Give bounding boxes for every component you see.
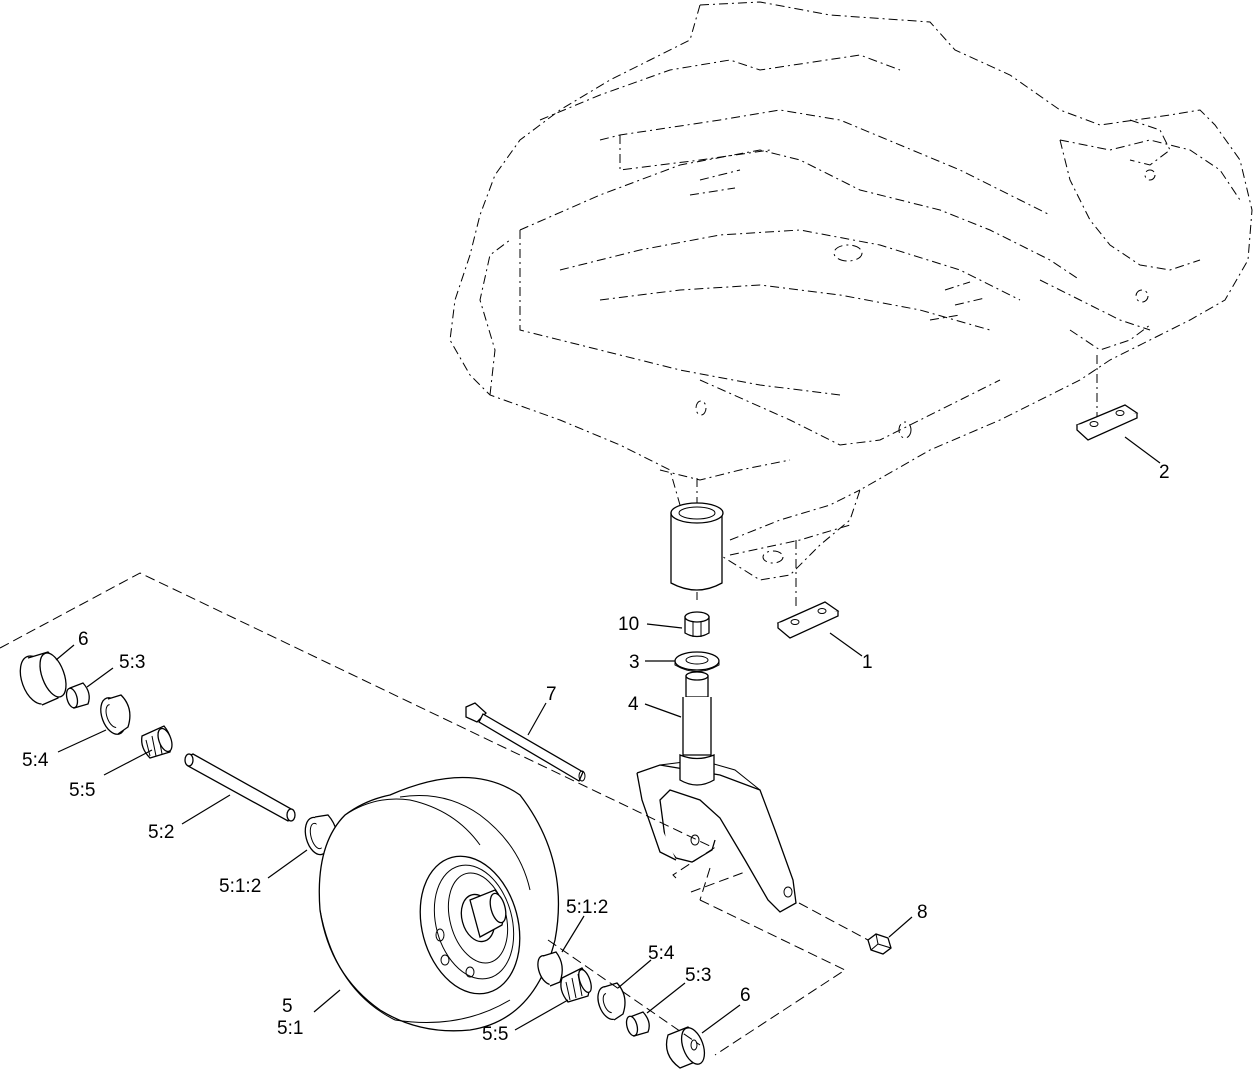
callout-labels: 2 1 10 3 4 7 8 6 5:3 5:4 5:5 5:2 5:1:2 5… <box>22 462 1170 1045</box>
assembly-boundary-right-b <box>699 867 711 901</box>
part-2-plate <box>1075 404 1139 441</box>
part-5-wheel-assembly <box>318 776 560 1032</box>
callout-5-5-left: 5:5 <box>69 780 95 801</box>
part-10-nut <box>684 611 710 638</box>
part-7-axle-bolt <box>465 702 586 782</box>
callout-6-right: 6 <box>740 985 751 1006</box>
caster-pivot-tube <box>670 502 724 591</box>
callout-5-4-left: 5:4 <box>22 750 49 771</box>
callout-2: 2 <box>1159 462 1170 483</box>
left-hub-parts <box>19 651 338 856</box>
callout-4: 4 <box>628 694 639 715</box>
assembly-boundary-left <box>0 572 716 879</box>
callout-8: 8 <box>917 902 928 923</box>
callout-5-5-right: 5:5 <box>482 1024 508 1045</box>
callout-7: 7 <box>546 684 557 705</box>
callout-3: 3 <box>629 652 640 673</box>
callout-5-1-2-right: 5:1:2 <box>566 897 608 918</box>
part-1-plate <box>776 601 840 639</box>
part-4-caster-fork <box>636 671 797 913</box>
callout-10: 10 <box>618 614 639 635</box>
callout-5-3-left: 5:3 <box>119 652 145 673</box>
callout-6-left: 6 <box>78 629 89 650</box>
callout-5: 5 <box>282 996 293 1017</box>
mower-frame <box>449 1 1253 610</box>
callout-5-1: 5:1 <box>277 1018 303 1039</box>
right-hub-parts <box>537 951 706 1069</box>
part-8-nut <box>867 933 892 955</box>
callout-5-3-right: 5:3 <box>685 965 711 986</box>
callout-5-1-2-left: 5:1:2 <box>219 876 261 897</box>
leader-lines <box>55 436 1161 1034</box>
callout-5-4-right: 5:4 <box>648 943 675 964</box>
part-3-washer <box>674 651 720 672</box>
callout-5-2: 5:2 <box>148 822 174 843</box>
callout-1: 1 <box>862 652 873 673</box>
